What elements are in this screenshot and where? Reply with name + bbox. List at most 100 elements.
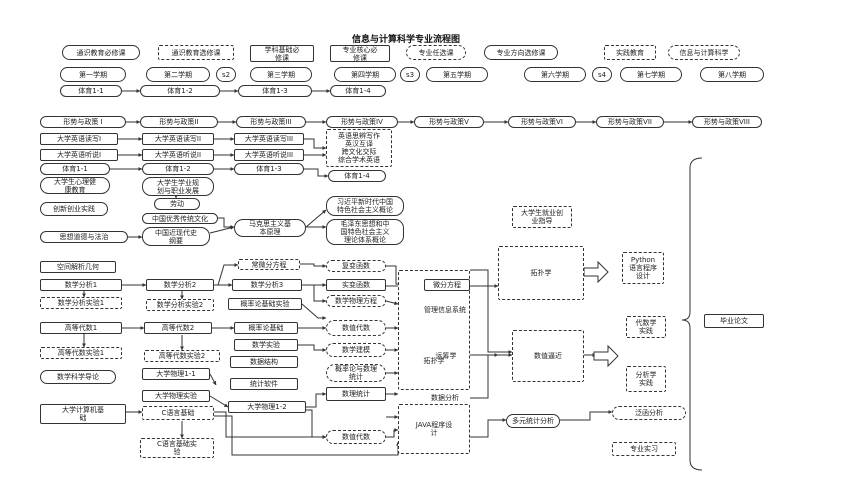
legend-discipline-basic: 学科基础必 修课 (250, 45, 314, 62)
prob-lab: 概率论基础实验 (228, 298, 302, 310)
internship: 专业实习 (612, 442, 676, 456)
algebra-practice: 代数学 实践 (626, 316, 666, 338)
english-rw-2: 大学英语读写II (142, 133, 214, 145)
policy-6: 形势与政策VI (508, 116, 576, 128)
math-experiment: 数学实验 (234, 339, 298, 351)
computer-basics: 大学计算机基 础 (40, 404, 126, 424)
english-rw-1: 大学英语读写I (40, 133, 118, 145)
policy-4: 形势与政策IV (326, 116, 398, 128)
math-modeling: 数学建模 (326, 343, 386, 357)
operations-research: 运筹学 (435, 352, 457, 360)
career-planning: 大学生学业规 划与职业发展 (142, 177, 214, 196)
mao-theory: 毛泽东思想和中 国特色社会主义 理论体系概论 (326, 219, 404, 245)
analysis-lab-1: 数学分析实验1 (40, 297, 122, 309)
semester-tag-s3: s3 (400, 67, 420, 82)
semester-tag-s2: s2 (216, 67, 236, 82)
python-programming: Python 语言程序 设计 (622, 252, 664, 284)
legend-practice: 实践教育 (604, 45, 656, 60)
english-ls-1: 大学英语听说I (40, 149, 118, 161)
policy-7: 形势与政策VII (596, 116, 664, 128)
legend-general-elective: 通识教育选修课 (158, 45, 234, 60)
semester-tag-s4: s4 (592, 67, 612, 82)
legend-general-required: 通识教育必修课 (62, 45, 140, 60)
pe-row2-1-1: 体育1-1 (40, 163, 110, 175)
topology-upper: 拓扑学 (498, 246, 584, 300)
numerical-algebra: 数值代数 (326, 320, 386, 336)
mis: 管理信息系统 (424, 306, 466, 314)
math-physics-equations: 数学物理方程 (326, 295, 386, 307)
pe-row2-1-3: 体育1-3 (234, 163, 304, 175)
data-analysis: 数据分析 (431, 394, 459, 402)
physics-1-2: 大学物理1-2 (228, 401, 306, 413)
legend-major-elective: 专业任选课 (406, 45, 466, 60)
legend-major-core: 专业核心必 修课 (330, 45, 390, 62)
policy-3: 形势与政策III (236, 116, 306, 128)
legend-major-name: 信息与计算科学 (668, 45, 740, 60)
semester-8: 第八学期 (700, 67, 764, 82)
numerical-algebra-2: 数值代数 (326, 430, 386, 444)
analytic-geometry: 空间解析几何 (40, 261, 116, 273)
stats-software: 统计软件 (230, 378, 298, 390)
math-statistics: 数理统计 (326, 387, 386, 401)
english-ls-2: 大学英语听说II (142, 149, 214, 161)
numerical-approximation: 数值逼近 (512, 330, 584, 382)
c-language: C语言基础 (142, 406, 214, 420)
prob-stat: 概率论与数理 统计 (326, 364, 386, 382)
policy-5: 形势与政策V (414, 116, 484, 128)
algebra-1: 高等代数1 (40, 322, 122, 334)
semester-5: 第五学期 (426, 67, 488, 82)
analysis-3: 数学分析3 (232, 279, 302, 291)
complex-functions: 复变函数 (326, 260, 386, 272)
semester-4: 第四学期 (334, 67, 396, 82)
legend-direction-elective: 专业方向选修课 (484, 45, 558, 60)
english-rw-3: 大学英语读写III (234, 133, 304, 145)
physics-1-1: 大学物理1-1 (142, 368, 210, 380)
mental-health: 大学生心理健 康教育 (40, 177, 110, 194)
algebra-lab-1: 高等代数实验1 (40, 347, 122, 359)
multivariate-statistics: 多元统计分析 (506, 414, 560, 428)
diagram-title: 信息与计算科学专业流程图 (352, 35, 461, 45)
pe-1-3: 体育1-3 (238, 85, 312, 97)
semester-3: 第三学期 (250, 67, 312, 82)
real-functions: 实变函数 (326, 279, 386, 291)
algebra-2: 高等代数2 (144, 322, 212, 334)
analysis-practice: 分析学 实践 (626, 366, 666, 392)
data-structures: 数据结构 (230, 356, 298, 368)
labor: 劳动 (154, 198, 200, 210)
traditional-culture: 中国优秀传统文化 (142, 213, 218, 224)
semester-7: 第七学期 (620, 67, 682, 82)
analysis-1: 数学分析1 (40, 279, 122, 291)
english-ls-3: 大学英语听说III (234, 149, 304, 161)
marxism-principles: 马克思主义基 本原理 (234, 219, 306, 237)
functional-analysis: 泛函分析 (612, 406, 686, 420)
pe-1-4: 体育1-4 (330, 85, 386, 97)
policy-1: 形势与政策 I (40, 116, 126, 128)
pe-row2-1-2: 体育1-2 (142, 163, 214, 175)
physics-lab: 大学物理实验 (142, 390, 210, 402)
differential-equations: 微分方程 (424, 279, 470, 291)
innovation-practice: 创新创业实践 (40, 202, 108, 216)
xi-thought: 习近平新时代中国 特色社会主义概论 (326, 196, 404, 216)
c-language-lab: C语言基础实 验 (140, 438, 214, 458)
java-programming: JAVA程序设 计 (398, 404, 470, 454)
pe-row2-1-4: 体育1-4 (328, 170, 386, 182)
pe-1-2: 体育1-2 (140, 85, 220, 97)
math-intro: 数学科学导论 (40, 370, 116, 384)
analysis-lab-2: 数学分析实验2 (146, 299, 214, 311)
employment-guidance: 大学生就业创 业指导 (512, 206, 572, 228)
semester-2: 第二学期 (146, 67, 210, 82)
semester-1: 第一学期 (60, 67, 126, 82)
thesis: 毕业论文 (704, 314, 764, 328)
modern-history: 中国近现代史 纲要 (142, 227, 210, 246)
pe-1-1: 体育1-1 (60, 85, 122, 97)
ode: 常微分方程 (238, 259, 300, 270)
probability: 概率论基础 (234, 322, 298, 334)
semester-6: 第六学期 (524, 67, 586, 82)
english-advanced: 英语思辨写作 英汉互译 跨文化交际 综合学术英语 (326, 129, 392, 167)
ethics-law: 思想道德与法治 (40, 231, 128, 243)
policy-2: 形势与政策II (140, 116, 218, 128)
algebra-lab-2: 高等代数实验2 (144, 350, 220, 362)
analysis-2: 数学分析2 (146, 279, 214, 291)
